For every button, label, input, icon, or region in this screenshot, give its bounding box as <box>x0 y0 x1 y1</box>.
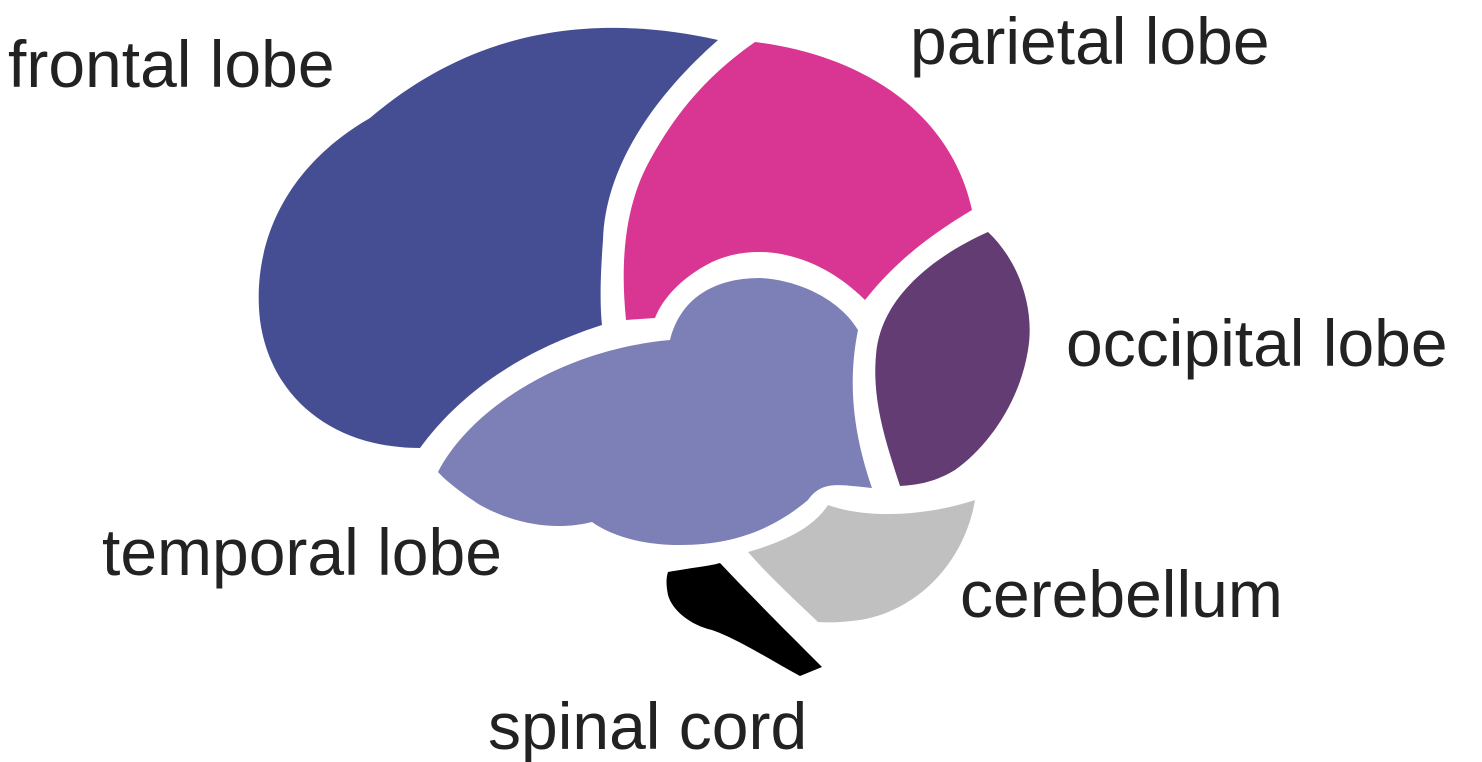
spinal-cord-label: spinal cord <box>488 689 807 762</box>
frontal-lobe-label: frontal lobe <box>8 27 335 101</box>
temporal-lobe-label: temporal lobe <box>102 515 502 589</box>
occipital-lobe-label: occipital lobe <box>1066 306 1448 380</box>
cerebellum-label: cerebellum <box>960 557 1283 631</box>
parietal-lobe-label: parietal lobe <box>910 4 1270 78</box>
occipital-lobe-region <box>875 232 1029 486</box>
